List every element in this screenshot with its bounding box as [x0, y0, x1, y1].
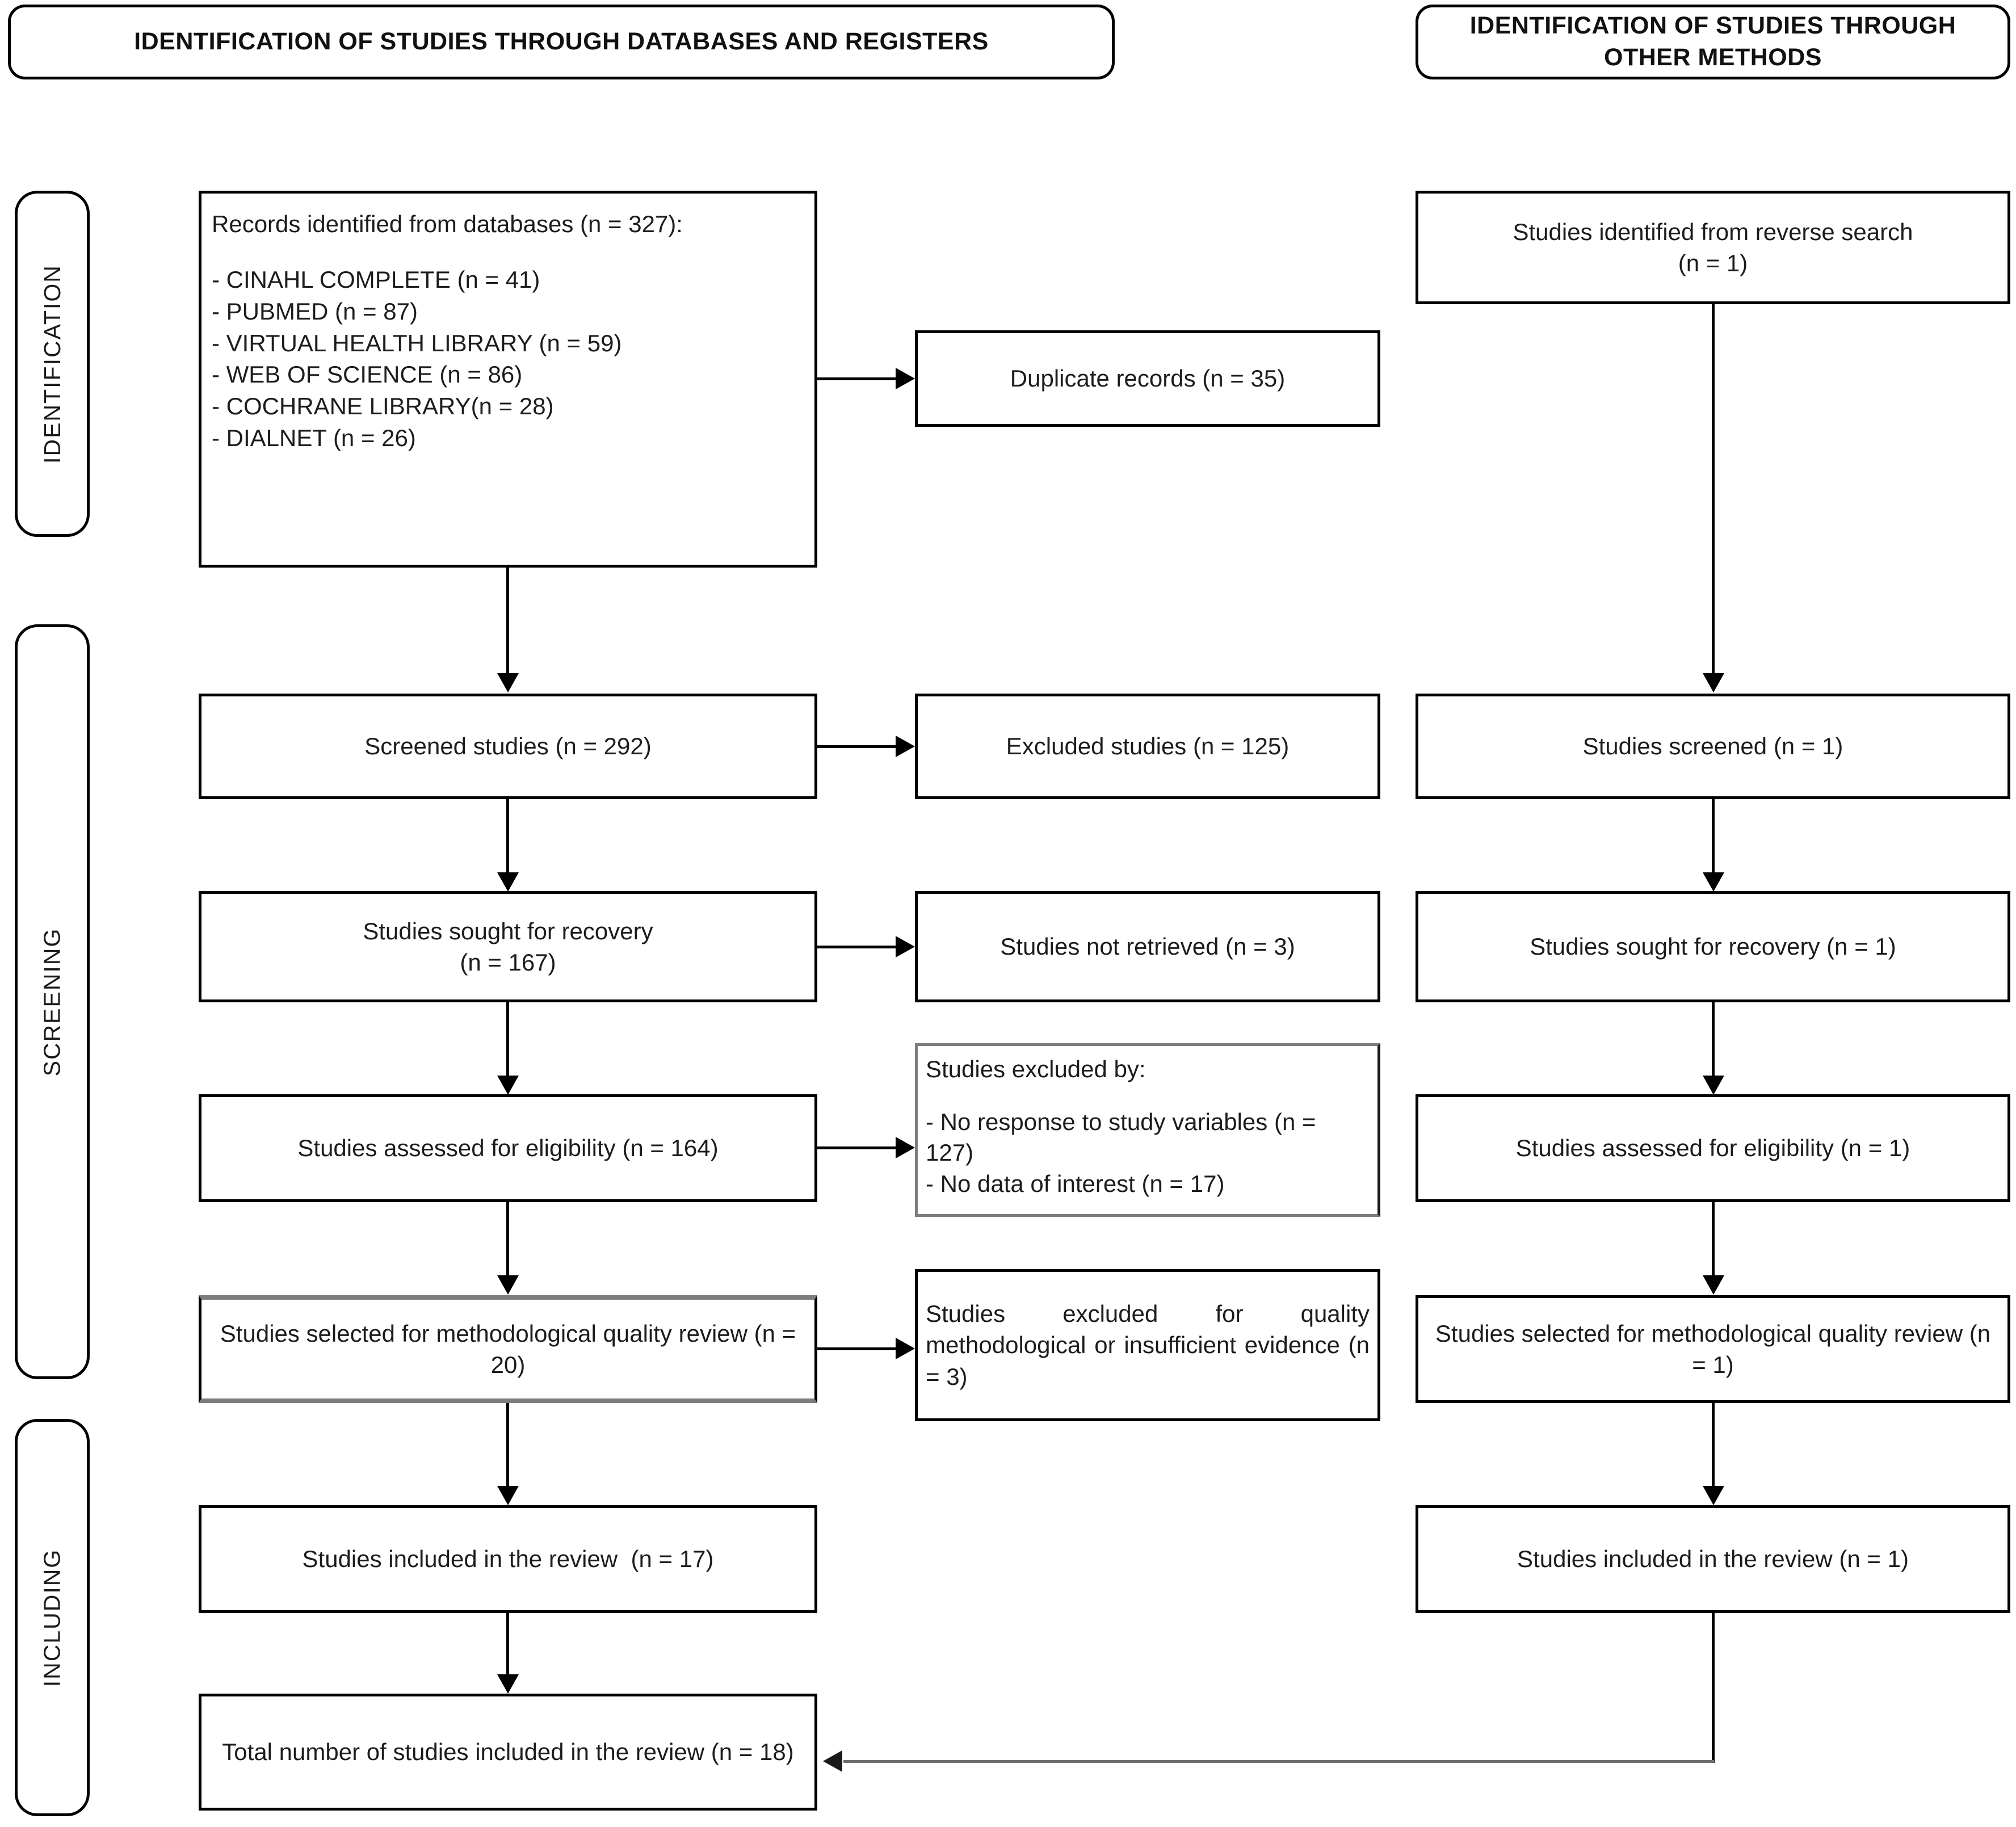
box-other-studies-sought: Studies sought for recovery (n = 1) — [1416, 891, 2010, 1002]
connector-quality-to-included — [506, 1403, 509, 1488]
connector-other-sought-to-eligibility — [1712, 1002, 1715, 1077]
box-screened-studies-label: Screened studies (n = 292) — [364, 733, 652, 760]
records-identified-content: Records identified from databases (n = 3… — [201, 194, 814, 454]
connector-other-included-down — [1712, 1613, 1715, 1763]
arrowhead-records-to-screened-icon — [497, 673, 519, 692]
box-identified-reverse-search: Studies identified from reverse search (… — [1416, 191, 2010, 304]
arrowhead-sought-to-eligibility-icon — [497, 1076, 519, 1095]
connector-included-to-total — [506, 1613, 509, 1677]
connector-other-included-to-total — [843, 1760, 1714, 1763]
box-other-studies-eligibility: Studies assessed for eligibility (n = 1) — [1416, 1094, 2010, 1202]
phase-screening-label: SCREENING — [39, 927, 65, 1076]
header-other-methods: IDENTIFICATION OF STUDIES THROUGH OTHER … — [1416, 5, 2010, 79]
exclusion-reason-no-data: - No data of interest (n = 17) — [926, 1170, 1225, 1197]
database-source-cinahl: - CINAHL COMPLETE (n = 41) — [212, 266, 540, 293]
arrowhead-eligibility-to-quality-icon — [497, 1275, 519, 1295]
box-identified-reverse-search-label: Studies identified from reverse search (… — [1513, 218, 1913, 276]
connector-eligibility-to-quality — [506, 1202, 509, 1277]
connector-other-screened-to-sought — [1712, 799, 1715, 874]
arrowhead-eligibility-to-excluded-by-icon — [896, 1137, 915, 1158]
arrowhead-quality-to-excluded-quality-icon — [896, 1338, 915, 1359]
database-source-cochrane-library: - COCHRANE LIBRARY(n = 28) — [212, 393, 554, 420]
connector-records-to-duplicates — [817, 377, 898, 380]
box-studies-excluded-quality-label: Studies excluded for quality methodologi… — [926, 1300, 1376, 1390]
connector-reverse-to-screened — [1712, 304, 1715, 675]
box-other-studies-quality-review-label: Studies selected for methodological qual… — [1435, 1320, 1997, 1378]
connector-quality-to-excluded-quality — [817, 1347, 898, 1350]
connector-screened-to-excluded — [817, 745, 898, 748]
box-other-studies-included: Studies included in the review (n = 1) — [1416, 1505, 2010, 1613]
box-other-studies-quality-review: Studies selected for methodological qual… — [1416, 1295, 2010, 1403]
box-studies-assessed-eligibility-label: Studies assessed for eligibility (n = 16… — [297, 1135, 719, 1162]
box-studies-excluded-by: Studies excluded by: - No response to st… — [915, 1043, 1380, 1217]
box-total-studies-included-label: Total number of studies included in the … — [222, 1738, 794, 1766]
records-identified-lead: Records identified from databases (n = 3… — [212, 211, 683, 237]
box-studies-not-retrieved-label: Studies not retrieved (n = 3) — [1000, 933, 1295, 960]
box-studies-sought-recovery: Studies sought for recovery (n = 167) — [199, 891, 817, 1002]
arrowhead-other-eligibility-to-quality-icon — [1703, 1275, 1724, 1295]
arrowhead-screened-to-sought-icon — [497, 872, 519, 892]
arrowhead-included-to-total-icon — [497, 1674, 519, 1694]
box-excluded-studies: Excluded studies (n = 125) — [915, 694, 1380, 799]
database-source-dialnet: - DIALNET (n = 26) — [212, 425, 416, 452]
arrowhead-screened-to-excluded-icon — [896, 736, 915, 757]
arrowhead-other-screened-to-sought-icon — [1703, 872, 1724, 892]
box-other-studies-included-label: Studies included in the review (n = 1) — [1517, 1545, 1909, 1573]
header-databases-registers-label: IDENTIFICATION OF STUDIES THROUGH DATABA… — [134, 28, 989, 56]
box-records-identified: Records identified from databases (n = 3… — [199, 191, 817, 568]
box-studies-selected-quality-review: Studies selected for methodological qual… — [199, 1295, 817, 1403]
connector-other-quality-to-included — [1712, 1403, 1715, 1488]
exclusion-reason-no-response: - No response to study variables (n = 12… — [926, 1108, 1316, 1166]
box-studies-not-retrieved: Studies not retrieved (n = 3) — [915, 891, 1380, 1002]
box-studies-selected-quality-review-label: Studies selected for methodological qual… — [220, 1320, 803, 1378]
phase-identification: IDENTIFICATION — [15, 191, 90, 537]
arrowhead-other-sought-to-eligibility-icon — [1703, 1076, 1724, 1095]
studies-excluded-by-content: Studies excluded by: - No response to st… — [918, 1046, 1377, 1199]
database-source-pubmed: - PUBMED (n = 87) — [212, 297, 418, 325]
database-source-virtual-health-library: - VIRTUAL HEALTH LIBRARY (n = 59) — [212, 329, 622, 356]
box-other-studies-screened-label: Studies screened (n = 1) — [1582, 733, 1843, 760]
connector-eligibility-to-excluded-by — [817, 1146, 898, 1149]
box-studies-included-review-label: Studies included in the review (n = 17) — [302, 1545, 714, 1573]
connector-sought-to-eligibility — [506, 1002, 509, 1077]
phase-including: INCLUDING — [15, 1419, 90, 1816]
phase-screening: SCREENING — [15, 624, 90, 1379]
connector-records-to-screened — [506, 568, 509, 675]
header-other-methods-label: IDENTIFICATION OF STUDIES THROUGH OTHER … — [1469, 12, 1956, 71]
arrowhead-sought-to-not-retrieved-icon — [896, 936, 915, 957]
box-studies-included-review: Studies included in the review (n = 17) — [199, 1505, 817, 1613]
box-studies-assessed-eligibility: Studies assessed for eligibility (n = 16… — [199, 1094, 817, 1202]
arrowhead-records-to-duplicates-icon — [896, 368, 915, 389]
box-screened-studies: Screened studies (n = 292) — [199, 694, 817, 799]
box-excluded-studies-label: Excluded studies (n = 125) — [1006, 733, 1290, 760]
box-studies-excluded-quality: Studies excluded for quality methodologi… — [915, 1269, 1380, 1421]
arrowhead-quality-to-included-icon — [497, 1486, 519, 1505]
box-studies-sought-recovery-label: Studies sought for recovery (n = 167) — [363, 917, 653, 976]
phase-including-label: INCLUDING — [39, 1548, 65, 1687]
arrowhead-other-quality-to-included-icon — [1703, 1486, 1724, 1505]
box-duplicate-records: Duplicate records (n = 35) — [915, 330, 1380, 427]
phase-identification-label: IDENTIFICATION — [39, 264, 65, 464]
box-other-studies-eligibility-label: Studies assessed for eligibility (n = 1) — [1515, 1135, 1910, 1162]
header-databases-registers: IDENTIFICATION OF STUDIES THROUGH DATABA… — [8, 5, 1115, 79]
box-total-studies-included: Total number of studies included in the … — [199, 1694, 817, 1811]
database-source-web-of-science: - WEB OF SCIENCE (n = 86) — [212, 361, 523, 388]
box-duplicate-records-label: Duplicate records (n = 35) — [1010, 365, 1286, 392]
arrowhead-reverse-to-screened-icon — [1703, 673, 1724, 692]
connector-screened-to-sought — [506, 799, 509, 874]
studies-excluded-by-lead: Studies excluded by: — [926, 1056, 1146, 1082]
box-other-studies-sought-label: Studies sought for recovery (n = 1) — [1530, 933, 1896, 960]
connector-other-eligibility-to-quality — [1712, 1202, 1715, 1277]
connector-sought-to-not-retrieved — [817, 946, 898, 948]
arrowhead-other-included-to-total-icon — [823, 1750, 842, 1772]
box-other-studies-screened: Studies screened (n = 1) — [1416, 694, 2010, 799]
